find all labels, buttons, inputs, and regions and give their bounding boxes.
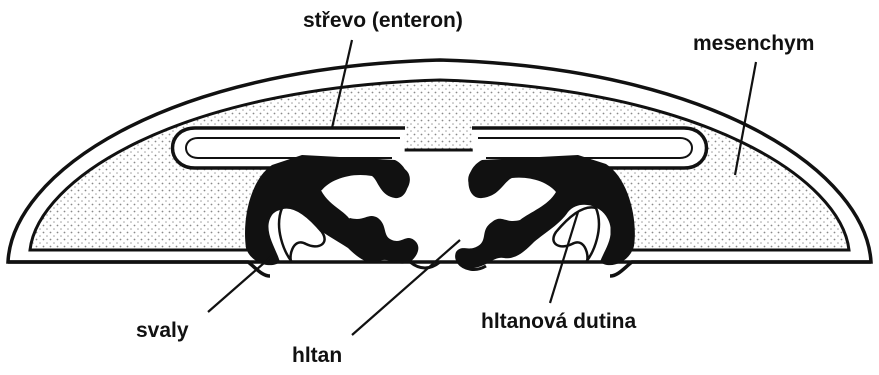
body-bottom-edge-left bbox=[8, 262, 270, 276]
label-muscles: svaly bbox=[136, 319, 189, 342]
label-pharynx: hltan bbox=[292, 344, 342, 367]
label-pharyngeal-cavity: hltanová dutina bbox=[481, 310, 636, 333]
leader-line-muscles bbox=[208, 256, 272, 312]
body-bottom-edge-right bbox=[610, 262, 871, 276]
label-mesenchyme: mesenchym bbox=[693, 32, 814, 55]
label-enteron: střevo (enteron) bbox=[303, 9, 463, 32]
